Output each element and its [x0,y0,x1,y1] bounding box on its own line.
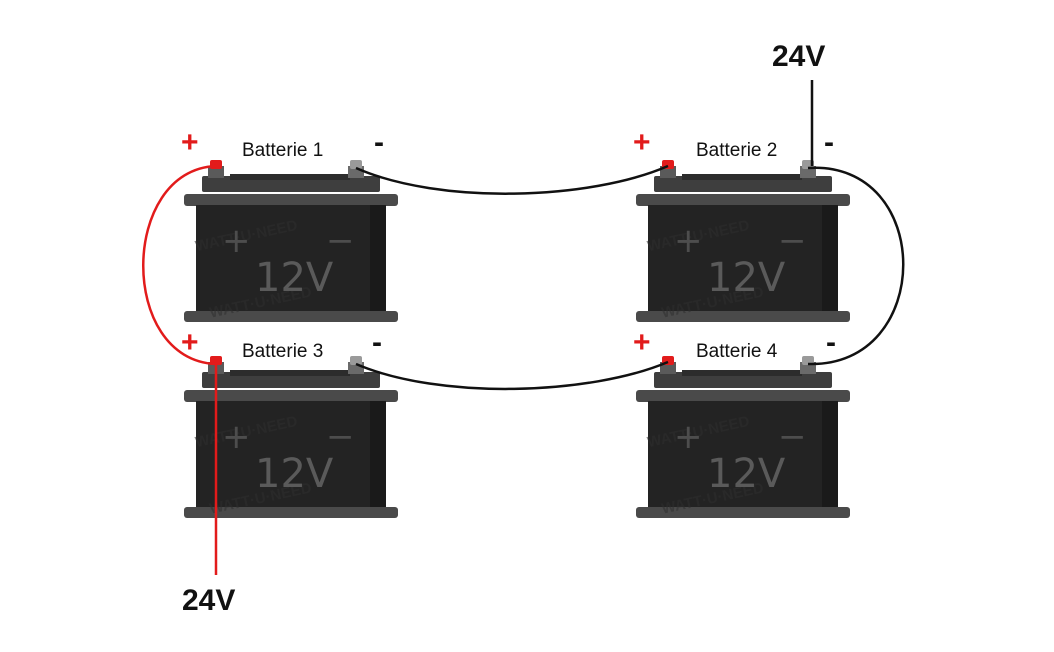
wire-b1-minus-to-b2-plus [355,164,669,195]
output-voltage-label-bottom: 24V [182,584,235,617]
positive-terminal-sign: + [633,126,651,159]
wire-b2-minus-to-b4-minus [807,166,905,366]
battery-face-minus-sign: − [326,221,355,261]
battery-face-plus-sign: + [222,417,251,457]
battery-face-minus-sign: − [778,221,807,261]
negative-terminal-sign: - [374,126,384,159]
battery-label: Batterie 3 [242,341,323,362]
negative-terminal-sign: - [826,326,836,359]
negative-terminal-sign: - [372,326,382,359]
battery-face-plus-sign: + [674,221,703,261]
battery-4: WATT·U·NEED WATT·U·NEED + − 12V Batterie… [633,326,850,518]
battery-3: WATT·U·NEED WATT·U·NEED + − 12V Batterie… [181,326,398,518]
positive-terminal-sign: + [181,126,199,159]
battery-2: WATT·U·NEED WATT·U·NEED + − 12V Batterie… [633,126,850,322]
negative-terminal-sign: - [824,126,834,159]
battery-face-minus-sign: − [778,417,807,457]
battery-label: Batterie 4 [696,341,778,362]
battery-face-plus-sign: + [674,417,703,457]
battery-voltage: 12V [707,255,786,301]
wire-b3-minus-to-b4-plus [355,360,669,391]
wire-b1-plus-to-b3-plus [142,164,217,366]
battery-label: Batterie 2 [696,140,777,161]
battery-face-plus-sign: + [222,221,251,261]
battery-voltage: 12V [255,255,334,301]
battery-face-minus-sign: − [326,417,355,457]
battery-voltage: 12V [255,451,334,497]
battery-label: Batterie 1 [242,140,323,161]
battery-1: WATT·U·NEED WATT·U·NEED + − 12V Batterie… [181,126,398,322]
positive-terminal-sign: + [633,326,651,359]
battery-voltage: 12V [707,451,786,497]
output-voltage-label-top: 24V [772,40,825,73]
positive-terminal-sign: + [181,326,199,359]
